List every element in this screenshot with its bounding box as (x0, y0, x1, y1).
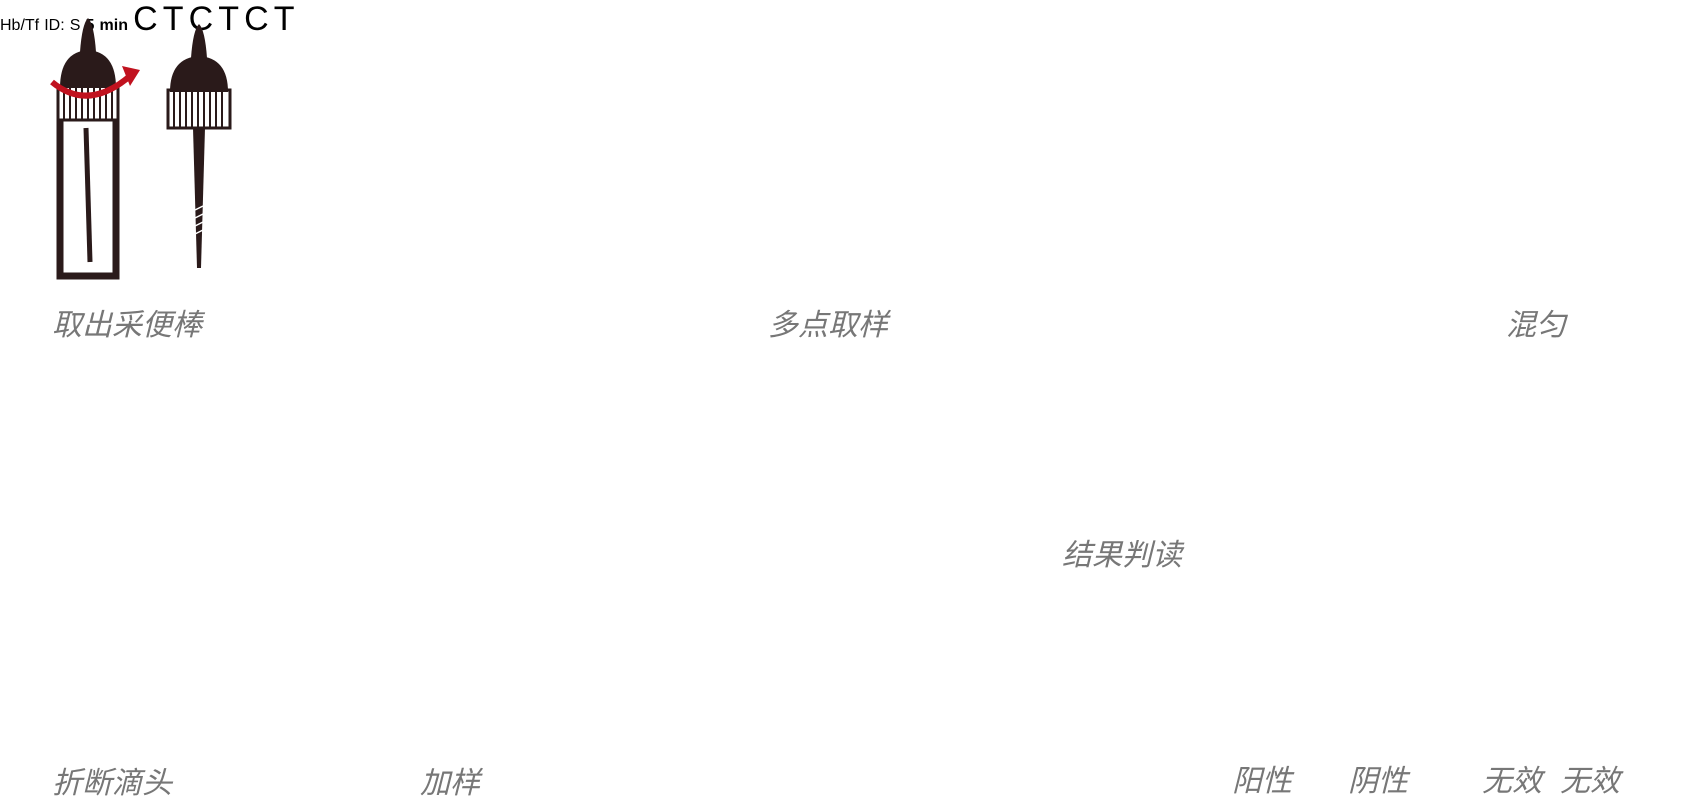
test-band: C T (133, 0, 189, 38)
step1-sample-tube (50, 18, 140, 280)
caption-add-sample: 加样 (420, 766, 480, 801)
step1-stick (166, 24, 232, 268)
cassette-id-label: ID: (44, 17, 65, 34)
caption-mix: 混匀 (1506, 308, 1566, 343)
cassette-brand-label: Hb/Tf (0, 17, 40, 34)
result-strip-invalid-2: C T (244, 0, 294, 38)
test-line-label: T (218, 0, 240, 38)
control-band: C T (189, 0, 245, 38)
result-label-invalid-1: 无效 (1482, 764, 1542, 799)
control-band: C T (133, 0, 189, 38)
result-label-negative: 阴性 (1348, 764, 1408, 799)
result-label-invalid-2: 无效 (1560, 764, 1620, 799)
caption-break-tip: 折断滴头 (52, 766, 172, 801)
cassette-sample-mark: S (69, 17, 81, 34)
control-line-label: C (133, 0, 158, 38)
caption-multi-point-sampling: 多点取样 (768, 308, 888, 343)
test-line-label: T (273, 0, 295, 38)
test-cassette: Hb/Tf ID: S (0, 15, 86, 34)
timer-unit: min (99, 17, 128, 34)
control-line-label: C (244, 0, 269, 38)
caption-result-reading: 结果判读 (1062, 538, 1182, 573)
result-strip-positive: C T (133, 0, 189, 38)
result-strip-negative: C T (189, 0, 245, 38)
result-label-positive: 阳性 (1232, 764, 1292, 799)
caption-take-stick: 取出采便棒 (52, 308, 202, 343)
test-line-label: T (162, 0, 184, 38)
